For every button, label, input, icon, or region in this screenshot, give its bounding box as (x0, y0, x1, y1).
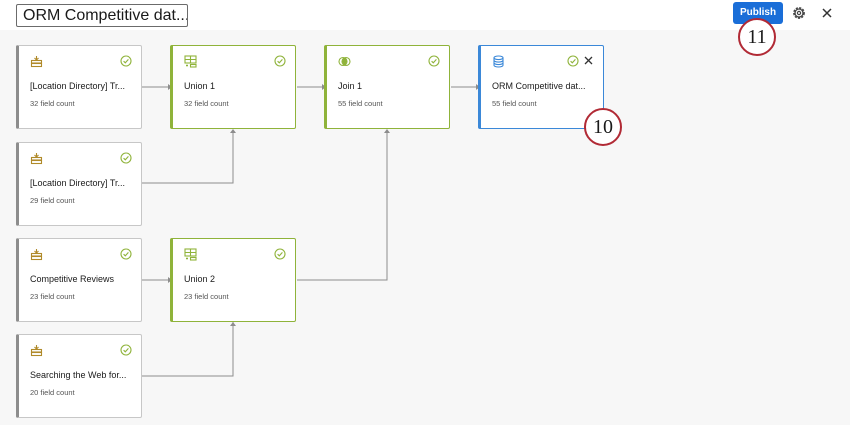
node-label: Union 2 (184, 274, 216, 284)
node-source-location-2[interactable]: [Location Directory] Tr... 29 field coun… (16, 142, 142, 226)
node-source-competitive-reviews[interactable]: Competitive Reviews 23 field count (16, 238, 142, 322)
node-join-1[interactable]: Join 1 55 field count (324, 45, 450, 129)
database-icon (493, 55, 504, 68)
check-circle-icon (274, 55, 286, 67)
database-stack-icon (30, 249, 43, 261)
node-union-2[interactable]: Union 2 23 field count (170, 238, 296, 322)
node-label: Searching the Web for... (30, 370, 127, 380)
node-label: Competitive Reviews (30, 274, 115, 284)
table-union-icon (184, 55, 197, 68)
close-icon[interactable] (820, 6, 834, 20)
node-label: [Location Directory] Tr... (30, 178, 126, 188)
node-union-1[interactable]: Union 1 32 field count (170, 45, 296, 129)
step-callout-11: 11 (738, 18, 776, 56)
check-circle-icon (567, 55, 579, 67)
node-field-count: 29 field count (30, 196, 75, 205)
node-field-count: 32 field count (184, 99, 229, 108)
join-icon (338, 56, 351, 67)
node-output-dataset[interactable]: ORM Competitive dat... 55 field count (478, 45, 604, 129)
database-stack-icon (30, 56, 43, 68)
remove-node-icon[interactable] (583, 55, 594, 66)
node-label: ORM Competitive dat... (492, 81, 586, 91)
top-bar: ORM Competitive dat... Publish (0, 0, 850, 30)
node-field-count: 32 field count (30, 99, 75, 108)
node-label: [Location Directory] Tr... (30, 81, 126, 91)
node-field-count: 23 field count (184, 292, 229, 301)
gear-icon[interactable] (791, 5, 807, 21)
publish-button[interactable]: Publish (733, 2, 783, 24)
node-label: Union 1 (184, 81, 216, 91)
table-union-icon (184, 248, 197, 261)
check-circle-icon (274, 248, 286, 260)
node-field-count: 20 field count (30, 388, 75, 397)
check-circle-icon (428, 55, 440, 67)
node-field-count: 23 field count (30, 292, 75, 301)
check-circle-icon (120, 55, 132, 67)
node-label: Join 1 (338, 81, 363, 91)
check-circle-icon (120, 152, 132, 164)
database-stack-icon (30, 345, 43, 357)
node-source-location-1[interactable]: [Location Directory] Tr... 32 field coun… (16, 45, 142, 129)
node-field-count: 55 field count (338, 99, 383, 108)
check-circle-icon (120, 248, 132, 260)
step-callout-10: 10 (584, 108, 622, 146)
node-field-count: 55 field count (492, 99, 537, 108)
dataset-title-field[interactable]: ORM Competitive dat... (16, 4, 188, 27)
database-stack-icon (30, 153, 43, 165)
node-source-searching-web[interactable]: Searching the Web for... 20 field count (16, 334, 142, 418)
check-circle-icon (120, 344, 132, 356)
